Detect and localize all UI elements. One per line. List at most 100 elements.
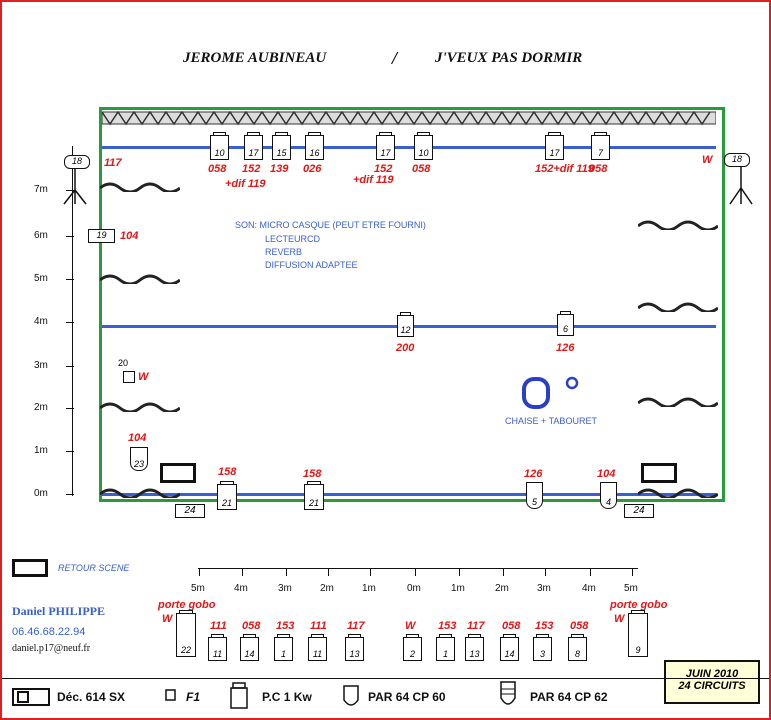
scale-left-label: 7m: [34, 184, 48, 195]
artist-title: JEROME AUBINEAU: [183, 50, 327, 66]
side-left-gel: 117: [104, 157, 122, 169]
back-fixture[interactable]: 7: [591, 132, 610, 160]
fos-gel: 153: [535, 620, 554, 632]
fos-fixture[interactable]: 14: [240, 634, 259, 661]
fos-fixture[interactable]: 1: [274, 634, 293, 661]
fos-fixture-num: 11: [212, 649, 223, 659]
scale-bottom-label: 1m: [362, 583, 376, 594]
back-fixture-num: 10: [214, 148, 225, 158]
fos-fixture[interactable]: 9: [628, 610, 648, 657]
scale-left-tick: [66, 366, 74, 367]
fos-fixture[interactable]: 1: [436, 634, 455, 661]
f1-fixture[interactable]: [123, 371, 135, 383]
fos-gel: W: [162, 613, 173, 625]
porte-gobo-label: porte gobo: [158, 599, 216, 611]
back-fixture-gel: 139: [270, 163, 289, 175]
f1-num: 20: [118, 358, 129, 368]
fos-gel: 111: [310, 620, 327, 632]
fos-gel: 117: [347, 620, 365, 632]
f1-icon: [165, 689, 176, 701]
scale-left-tick: [66, 451, 74, 452]
front-lighting-bar: [102, 493, 716, 496]
fos-fixture-num: 8: [574, 649, 580, 659]
curtain-left-1: [100, 182, 180, 192]
floor-24-right[interactable]: 24: [624, 504, 654, 518]
scale-left-tick: [66, 322, 74, 323]
fos-fixture[interactable]: 13: [465, 634, 484, 661]
gel-extra-b: +dif 119: [353, 174, 394, 186]
front-fixture-3[interactable]: 5: [526, 482, 543, 509]
fos-fixture[interactable]: 22: [176, 610, 196, 657]
date-line-2: 24 CIRCUITS: [678, 680, 746, 692]
side-left-mid-spot[interactable]: 19: [88, 229, 115, 243]
scale-bottom-tick: [286, 568, 287, 576]
mid-fixture-2[interactable]: 6: [557, 311, 574, 336]
contact-name: Daniel PHILIPPE: [12, 604, 106, 618]
fos-fixture-num: 14: [244, 649, 255, 659]
dec-614sx-icon: [12, 688, 50, 706]
side-left-mid-gel: 104: [120, 230, 139, 242]
floor-left-fixture[interactable]: 23: [130, 447, 148, 471]
mid-fixture-1[interactable]: 12: [397, 312, 414, 337]
scale-bottom-label: 5m: [191, 583, 205, 594]
scale-left-label: 4m: [34, 316, 48, 327]
curtain-right-1: [638, 220, 718, 230]
back-fixture-num: 17: [380, 148, 391, 158]
back-fixture-num: 10: [418, 148, 429, 158]
contact-phone: 06.46.68.22.94: [12, 626, 86, 638]
scale-bottom-label: 4m: [234, 583, 248, 594]
back-fixture[interactable]: 17: [545, 132, 564, 160]
scale-left-label: 6m: [34, 230, 48, 241]
legend-pc: P.C 1 Kw: [262, 690, 312, 704]
sound-line-1: LECTEURCD: [265, 234, 321, 244]
back-fixture[interactable]: 10: [210, 132, 229, 160]
scale-left-label: 1m: [34, 445, 48, 456]
back-fixture[interactable]: 17: [376, 132, 395, 160]
front-fixture-1[interactable]: 21: [217, 481, 237, 510]
side-left-spot[interactable]: 18: [64, 155, 90, 169]
fos-fixture[interactable]: 11: [208, 634, 227, 661]
scale-bottom-tick: [199, 568, 200, 576]
sound-line-3: DIFFUSION ADAPTEE: [265, 260, 358, 270]
scale-bottom-label: 2m: [495, 583, 509, 594]
scale-bottom-label: 2m: [320, 583, 334, 594]
back-fixture[interactable]: 15: [272, 132, 291, 160]
sound-line-2: REVERB: [265, 247, 303, 257]
curtain-left-3: [100, 402, 180, 412]
stage-outline: [99, 107, 725, 502]
date-line-1: JUIN 2010: [685, 668, 739, 680]
front-fixture-2[interactable]: 21: [304, 481, 324, 510]
back-fixture[interactable]: 10: [414, 132, 433, 160]
fos-fixture[interactable]: 13: [345, 634, 364, 661]
scale-bottom-tick: [370, 568, 371, 576]
fos-fixture[interactable]: 3: [533, 634, 552, 661]
scale-bottom-tick: [503, 568, 504, 576]
fos-fixture-num: 1: [442, 649, 448, 659]
front-gel-3: 126: [524, 468, 543, 480]
back-fixture[interactable]: 17: [244, 132, 263, 160]
show-title: J'VEUX PAS DORMIR: [435, 50, 583, 66]
front-fixture-4[interactable]: 4: [600, 482, 617, 509]
retour-box-right: [641, 463, 677, 483]
fos-gel: 153: [276, 620, 295, 632]
floor-24-left[interactable]: 24: [175, 504, 205, 518]
fos-gel: 117: [467, 620, 485, 632]
side-right-spot[interactable]: 18: [724, 153, 750, 167]
back-lighting-bar: [102, 146, 716, 149]
back-fixture-gel: 058: [208, 163, 227, 175]
fos-fixture-num: 3: [539, 649, 545, 659]
scale-left-tick: [66, 236, 74, 237]
tripod-right-icon: [729, 166, 753, 205]
back-fixture[interactable]: 16: [305, 132, 324, 160]
curtain-left-4: [100, 488, 180, 498]
fos-fixture[interactable]: 14: [500, 634, 519, 661]
par-cp60-icon: [343, 685, 359, 706]
f1-gel: W: [138, 371, 149, 383]
fos-fixture[interactable]: 2: [403, 634, 422, 661]
fos-fixture[interactable]: 8: [568, 634, 587, 661]
fos-fixture[interactable]: 11: [308, 634, 327, 661]
front-gel-4: 104: [597, 468, 616, 480]
fos-fixture-num: 2: [409, 649, 415, 659]
scale-left-label: 0m: [34, 488, 48, 499]
